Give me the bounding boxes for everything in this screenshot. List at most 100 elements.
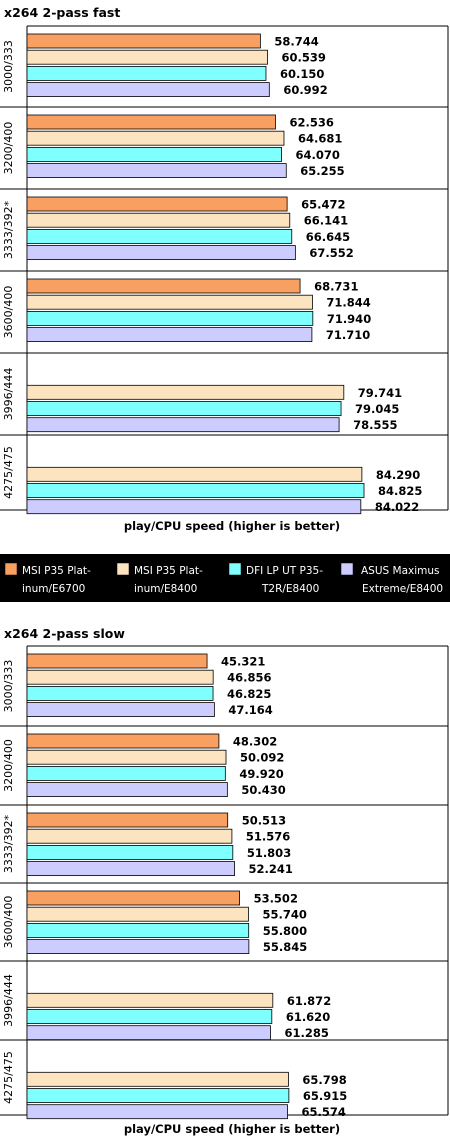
value-label: 66.645	[306, 230, 350, 244]
bar	[26, 1025, 271, 1041]
x-axis-label: play/CPU speed (higher is better)	[124, 1122, 340, 1136]
value-label: 71.710	[326, 328, 370, 342]
value-label: 64.070	[296, 148, 340, 162]
bar	[26, 327, 313, 343]
bar	[26, 33, 261, 49]
value-label: 65.798	[302, 1073, 346, 1087]
value-label: 50.513	[242, 814, 286, 828]
value-label: 52.241	[249, 862, 293, 876]
legend-label-line1: DFI LP UT P35-	[246, 565, 323, 577]
value-label: 60.150	[280, 67, 324, 81]
category-label: 3996/444	[2, 974, 15, 1027]
value-label: 51.576	[246, 830, 290, 844]
value-label: 79.045	[355, 402, 399, 416]
category-label: 3996/444	[2, 368, 15, 421]
legend-background	[0, 554, 450, 602]
category-group: 3996/444 79.741 79.045 78.555	[0, 352, 448, 433]
bar	[26, 992, 274, 1008]
value-label: 62.536	[289, 116, 333, 130]
bar	[26, 245, 296, 261]
legend-item: MSI P35 Plat-inum/E6700	[4, 562, 91, 595]
value-label: 51.803	[247, 846, 291, 860]
bar	[26, 861, 235, 876]
value-label: 84.825	[378, 484, 422, 498]
value-label: 46.825	[227, 687, 271, 701]
bar	[26, 82, 270, 97]
value-label: 45.321	[221, 655, 265, 669]
bar	[26, 294, 313, 310]
bar	[26, 66, 267, 81]
bar	[26, 686, 214, 701]
bar	[26, 1104, 288, 1120]
bar	[26, 212, 291, 228]
chart-title: x264 2-pass fast	[4, 5, 120, 20]
bar	[26, 749, 227, 765]
category-group: 3333/392* 50.513 51.576 51.803 52.241	[0, 804, 448, 876]
category-label: 3600/400	[2, 286, 15, 339]
value-label: 60.992	[283, 83, 327, 97]
bar	[26, 906, 249, 922]
bar	[26, 669, 214, 685]
legend-label-line2: Extreme/E8400	[362, 583, 443, 595]
category-label: 3000/333	[2, 660, 15, 713]
value-label: 78.555	[353, 418, 397, 432]
bar	[26, 653, 208, 669]
legend-item: MSI P35 Plat-inum/E8400	[116, 562, 203, 595]
bar	[26, 49, 268, 65]
category-label: 3200/400	[2, 739, 15, 792]
bar	[26, 384, 345, 400]
value-label: 71.940	[327, 312, 371, 326]
value-label: 50.430	[241, 783, 285, 797]
bar	[26, 417, 340, 433]
category-label: 3333/392*	[2, 814, 15, 873]
value-label: 67.552	[309, 246, 353, 260]
bar	[26, 939, 250, 954]
legend-label-line1: MSI P35 Plat-	[22, 565, 91, 577]
bar	[26, 1071, 289, 1087]
bar	[26, 890, 240, 906]
value-label: 46.856	[227, 671, 271, 685]
legend-label-line2: inum/E6700	[22, 583, 85, 595]
category-label: 4275/475	[2, 1051, 15, 1104]
category-label: 3333/392*	[2, 200, 15, 259]
bar	[26, 114, 276, 130]
bar	[26, 278, 301, 294]
bar	[26, 130, 285, 146]
value-label: 60.539	[282, 51, 326, 65]
value-label: 79.741	[358, 386, 402, 400]
value-label: 55.740	[262, 908, 306, 922]
bar	[26, 845, 234, 860]
bar	[26, 828, 233, 844]
value-label: 61.620	[286, 1010, 330, 1024]
value-label: 65.255	[300, 164, 344, 178]
bar	[26, 923, 250, 938]
bar	[26, 766, 226, 781]
bar	[26, 310, 314, 326]
value-label: 58.744	[274, 35, 318, 49]
bar	[26, 483, 365, 498]
value-label: 68.731	[314, 280, 358, 294]
bar	[26, 702, 215, 717]
value-label: 65.472	[301, 198, 345, 212]
legend-label-line2: T2R/E8400	[261, 583, 319, 595]
bar	[26, 146, 282, 162]
bar	[26, 228, 293, 244]
bar	[26, 163, 287, 179]
bar	[26, 196, 288, 212]
value-label: 65.574	[302, 1105, 346, 1119]
value-label: 55.800	[263, 924, 307, 938]
legend-swatch	[4, 562, 18, 576]
value-label: 65.915	[303, 1089, 347, 1103]
